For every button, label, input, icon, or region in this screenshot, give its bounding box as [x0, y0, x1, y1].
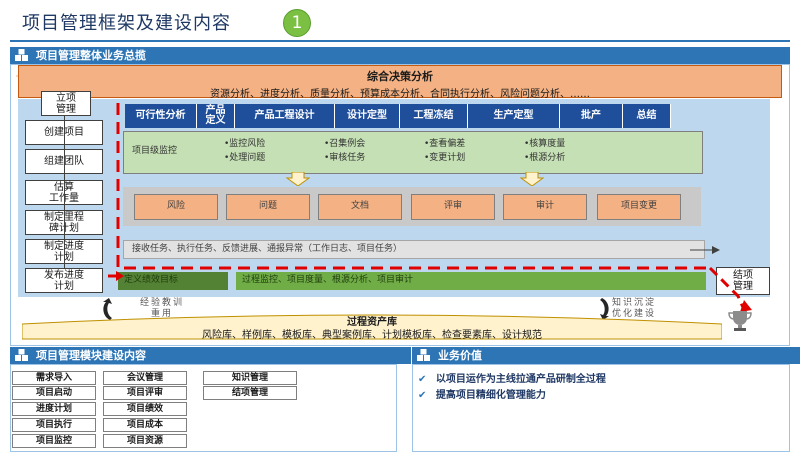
control-item: 问题 — [226, 194, 310, 220]
cubes-icon — [15, 349, 28, 361]
control-item: 文档 — [318, 194, 402, 220]
module-item: 需求导入 — [12, 371, 96, 385]
value-item-text: 以项目运作为主线拉通产品研制全过程 — [435, 374, 606, 385]
modules-header: 项目管理模块建设内容 — [10, 347, 411, 364]
library-shape — [22, 314, 722, 340]
module-item: 项目启动 — [12, 386, 96, 400]
monitor-item: •监控风险 — [224, 139, 266, 149]
control-item: 项目变更 — [597, 194, 681, 220]
page-title: 项目管理框架及建设内容 — [22, 13, 231, 34]
module-item: 知识管理 — [203, 371, 297, 385]
monitor-label: 项目级监控 — [132, 146, 178, 156]
process-monitor-bar: 过程监控、项目度量、根源分析、项目审计 — [236, 272, 706, 290]
value-item: ✔ 提高项目精细化管理能力 — [418, 386, 546, 401]
phase-label: 工程冻结 — [400, 104, 468, 128]
monitor-item: •变更计划 — [424, 153, 466, 163]
process-step: 立项 管理 — [41, 91, 91, 116]
phase-label: 产品工程设计 — [235, 104, 335, 128]
overview-header: 项目管理整体业务总揽 — [10, 47, 790, 64]
project-monitor-box: 项目级监控 •监控风险 •召集例会 •查看偏差 •核算度量 •处理问题 •审核任… — [123, 131, 703, 174]
curved-up-arrow-icon — [103, 298, 112, 320]
task-feedback-bar: 接收任务、执行任务、反馈进展、通报异常（工作日志、项目任务） — [123, 240, 705, 259]
monitor-item: •核算度量 — [524, 139, 566, 149]
modules-heading: 项目管理模块建设内容 — [36, 349, 146, 362]
check-icon: ✔ — [418, 390, 427, 401]
module-item: 项目监控 — [12, 434, 96, 448]
phase-label: 总结 — [623, 104, 671, 128]
down-arrow-icon — [520, 172, 544, 186]
curved-down-arrow-icon — [600, 298, 609, 320]
monitor-item: •处理问题 — [224, 153, 266, 163]
phase-label: 批产 — [560, 104, 623, 128]
step-connector — [64, 116, 65, 268]
trophy-icon — [728, 311, 752, 331]
module-item: 项目成本 — [103, 418, 187, 432]
title-underline — [10, 40, 790, 42]
value-item: ✔ 以项目运作为主线拉通产品研制全过程 — [418, 370, 606, 385]
title-number-badge: 1 — [283, 9, 311, 37]
process-step: 发布进度 计划 — [25, 268, 103, 293]
phase-label: 产品 定义 — [197, 104, 235, 128]
check-icon: ✔ — [418, 374, 427, 385]
module-item: 项目评审 — [103, 386, 187, 400]
library-title: 过程资产库 — [347, 317, 397, 328]
monitor-item: •根源分析 — [524, 153, 566, 163]
module-item: 项目绩效 — [103, 402, 187, 416]
monitor-item: •召集例会 — [324, 139, 366, 149]
phase-label: 设计定型 — [335, 104, 400, 128]
decision-title: 综合决策分析 — [367, 70, 433, 83]
module-item: 项目执行 — [12, 418, 96, 432]
value-item-text: 提高项目精细化管理能力 — [435, 390, 546, 401]
value-heading: 业务价值 — [438, 349, 482, 362]
phase-label: 生产定型 — [468, 104, 560, 128]
knowledge-label: 知识沉淀 优化建设 — [612, 298, 657, 319]
value-header: 业务价值 — [412, 347, 800, 364]
module-item: 会议管理 — [103, 371, 187, 385]
library-items: 风险库、样例库、模板库、典型案例库、计划模板库、检查要素库、设计规范 — [202, 330, 542, 341]
kpi-define-bar: 定义绩效目标 — [118, 272, 228, 290]
cubes-icon — [15, 49, 28, 61]
phase-label: 可行性分析 — [125, 104, 197, 128]
close-project-step: 结项 管理 — [716, 267, 770, 295]
decision-analysis-bar: 综合决策分析 资源分析、进度分析、质量分析、预算成本分析、合同执行分析、风险问题… — [18, 65, 782, 100]
module-item: 结项管理 — [203, 386, 297, 400]
decision-subtitle: 资源分析、进度分析、质量分析、预算成本分析、合同执行分析、风险问题分析、…… — [210, 89, 590, 100]
module-item: 项目资源 — [103, 434, 187, 448]
control-item: 风险 — [134, 194, 218, 220]
control-item: 审计 — [503, 194, 587, 220]
down-arrow-icon — [286, 172, 310, 186]
overview-heading: 项目管理整体业务总揽 — [36, 49, 146, 62]
monitor-item: •审核任务 — [324, 153, 366, 163]
cubes-icon — [417, 349, 430, 361]
lessons-reuse-label: 经验教训 重用 — [140, 298, 185, 319]
module-item: 进度计划 — [12, 402, 96, 416]
control-item: 评审 — [411, 194, 495, 220]
monitor-item: •查看偏差 — [424, 139, 466, 149]
